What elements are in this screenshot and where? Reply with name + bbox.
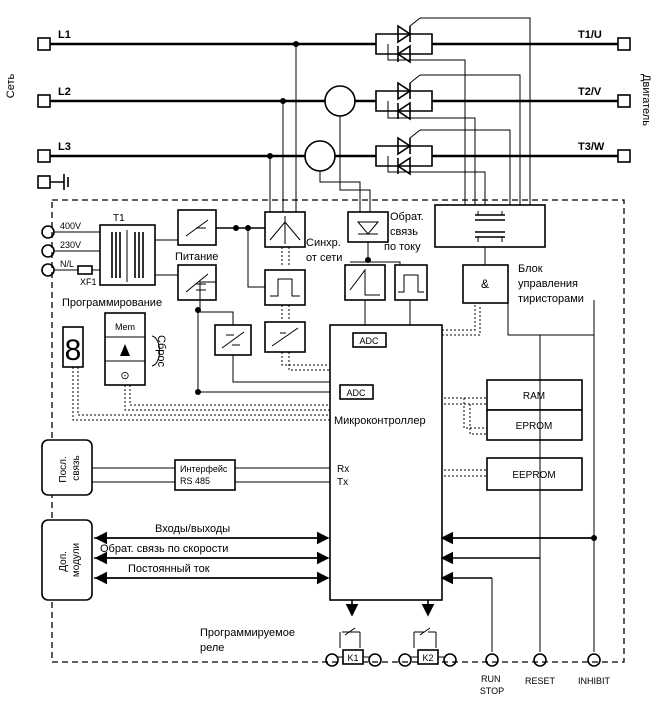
microcontroller-label: Микроконтроллер xyxy=(334,415,426,427)
additional-modules-box xyxy=(41,519,93,601)
motor-side-label: Двигатель xyxy=(640,74,652,126)
svg-text:8: 8 xyxy=(65,334,82,367)
eeprom-block xyxy=(486,457,583,491)
line-label-l3: L3 xyxy=(58,141,71,153)
terminal-t1 xyxy=(617,37,631,51)
rs485-label: Интерфейс RS 485 xyxy=(180,464,230,486)
thyristor-pair-l2 xyxy=(375,74,433,121)
rs485-interface xyxy=(174,459,236,491)
adc-label-1: ADC xyxy=(359,336,379,346)
output-label-t1: T1/U xyxy=(578,29,602,41)
current-feedback-label: Обрат. связь по току xyxy=(384,211,427,253)
ram-label: RAM xyxy=(523,391,545,402)
programming-label: Программирование xyxy=(62,297,162,309)
mains-side-label: Сеть xyxy=(5,74,17,99)
transformer-label: T1 xyxy=(113,213,125,224)
and-gate-label: & xyxy=(481,277,489,291)
mem-key: Mem xyxy=(115,322,135,332)
current-transformer-l3 xyxy=(304,140,336,172)
inhibit-terminal-label: INHIBIT xyxy=(578,676,611,686)
dc-label: Постоянный ток xyxy=(128,563,210,575)
current-transformer-l2 xyxy=(324,85,356,117)
terminal-t3 xyxy=(617,149,631,163)
io-label: Входы/выходы xyxy=(155,523,230,535)
tx-label: Tx xyxy=(337,477,348,488)
terminal-t2 xyxy=(617,94,631,108)
programmable-relay-label: Программируемое реле xyxy=(200,627,298,654)
thyristor-pair-l3 xyxy=(375,129,433,176)
supply-230v-label: 230V xyxy=(60,240,81,250)
eprom-label: EPROM xyxy=(516,421,553,432)
line-label-l2: L2 xyxy=(58,86,71,98)
relay-k1-label: K1 xyxy=(347,653,358,663)
sync-label: Синхр. от сети xyxy=(306,237,344,264)
serial-link-label: Посл. связь xyxy=(58,453,82,482)
thyristor-control-label: Блок управления тиристорами xyxy=(518,263,584,305)
speed-feedback-label: Обрат. связь по скорости xyxy=(100,543,228,555)
pulse-shaper-1 xyxy=(264,269,306,306)
terminal-l3 xyxy=(37,149,51,163)
eprom-block xyxy=(486,409,583,441)
enter-key-icon: ⊙ xyxy=(120,370,129,382)
microcontroller xyxy=(329,324,443,601)
eeprom-label: EEPROM xyxy=(512,470,555,481)
terminal-pe xyxy=(37,175,51,189)
supply-transformer xyxy=(99,224,156,286)
fuse-label: XF1 xyxy=(80,277,97,287)
up-key-icon xyxy=(120,344,130,356)
adc-label-2: ADC xyxy=(346,388,366,398)
keypad xyxy=(104,312,146,386)
and-gate xyxy=(462,264,509,304)
supply-400v-label: 400V xyxy=(60,221,81,231)
pulse-shaper-2 xyxy=(394,264,428,301)
additional-modules-label: Доп. модули xyxy=(58,543,82,577)
line-label-l1: L1 xyxy=(58,29,71,41)
power-supply-label: Питание xyxy=(175,251,218,263)
adc-block-2 xyxy=(339,384,374,400)
thyristor-pair-l1 xyxy=(375,17,433,64)
rx-label: Rx xyxy=(337,464,349,475)
terminal-l2 xyxy=(37,94,51,108)
output-label-t2: T2/V xyxy=(578,86,602,98)
pulse-transformer-block xyxy=(434,204,546,248)
fuse-xf1 xyxy=(77,265,93,275)
supply-nl-label: N/L xyxy=(60,259,74,269)
current-feedback-block xyxy=(347,211,389,243)
terminal-l1 xyxy=(37,37,51,51)
adc-block-1 xyxy=(352,332,387,348)
relay-k2-label: K2 xyxy=(422,653,433,663)
reset-terminal-label: RESET xyxy=(525,676,556,686)
run-stop-label: RUN STOP xyxy=(480,674,504,696)
output-label-t3: T3/W xyxy=(578,141,605,153)
